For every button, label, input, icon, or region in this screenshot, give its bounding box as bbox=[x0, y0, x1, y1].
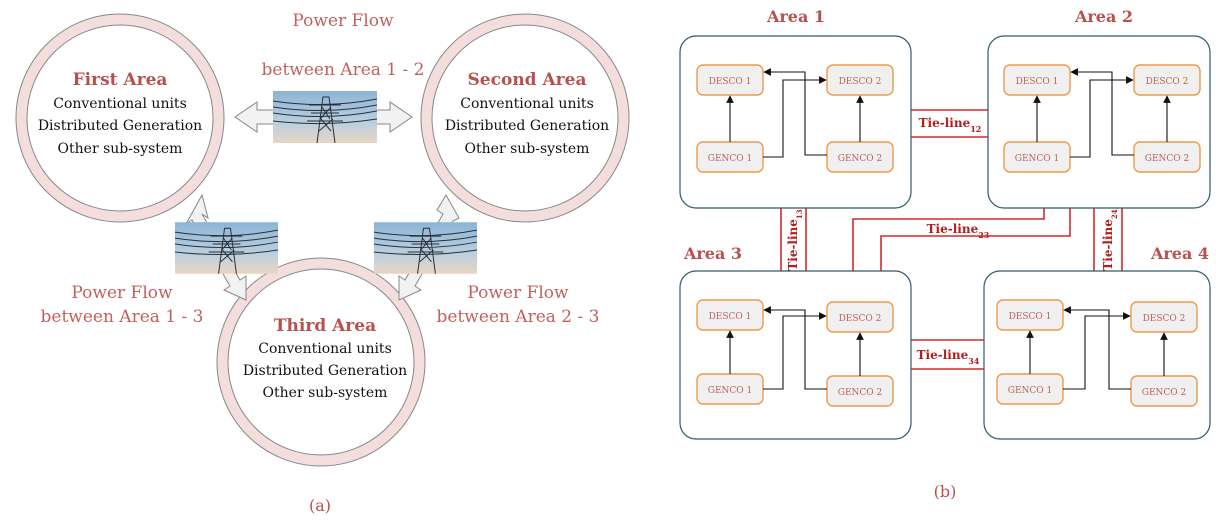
second-area-line-1: Conventional units bbox=[460, 96, 594, 112]
area-4-units: DESCO 1 DESCO 2 GENCO 1 GENCO 2 bbox=[996, 299, 1198, 407]
transmission-tower-image-1-2 bbox=[273, 91, 377, 143]
area-1-desco-2-box bbox=[826, 64, 894, 96]
area-2-genco-1-label: GENCO 1 bbox=[1015, 154, 1060, 164]
area-4-desco-2-label: DESCO 2 bbox=[1143, 314, 1186, 324]
area-4-genco-1-label: GENCO 1 bbox=[1008, 386, 1053, 396]
area-1-desco-1-box bbox=[696, 64, 764, 96]
area-1-box bbox=[679, 35, 912, 209]
tie-line-34 bbox=[911, 339, 984, 370]
area-1-label: Area 1 bbox=[766, 7, 825, 26]
area-3-desco-1-box bbox=[696, 299, 764, 331]
first-area-line-1: Conventional units bbox=[53, 96, 187, 112]
area-4-desco-1-box bbox=[996, 299, 1064, 331]
area-2-desco-2-box bbox=[1133, 64, 1201, 96]
third-area-line-3: Other sub-system bbox=[263, 385, 388, 401]
area-3-arrow-g2-d1 bbox=[763, 306, 827, 390]
area-2-label: Area 2 bbox=[1074, 7, 1133, 26]
third-area-title: Third Area bbox=[274, 316, 376, 336]
area-3-box bbox=[679, 270, 912, 440]
area-2-units: DESCO 1 DESCO 2 GENCO 1 GENCO 2 bbox=[1003, 64, 1201, 173]
flow-1-2-label-line-2: between Area 1 - 2 bbox=[262, 60, 425, 80]
area-4-label: Area 4 bbox=[1150, 244, 1209, 263]
area-3-desco-2-label: DESCO 2 bbox=[839, 314, 882, 324]
tie-line-24 bbox=[1093, 208, 1123, 271]
tie-line-23 bbox=[852, 208, 1071, 271]
tie-line-12-label: Tie-line12 bbox=[919, 116, 982, 134]
third-area-ring: Third Area Conventional units Distribute… bbox=[216, 257, 426, 467]
area-1-desco-2-label: DESCO 2 bbox=[839, 77, 882, 87]
flow-2-3-label-line-2: between Area 2 - 3 bbox=[437, 307, 600, 327]
area-2-box bbox=[987, 35, 1211, 209]
area-2-desco-1-box bbox=[1003, 64, 1071, 96]
transmission-tower-image-1-3 bbox=[175, 222, 278, 274]
third-area-line-2: Distributed Generation bbox=[243, 363, 407, 379]
area-1-genco-1-label: GENCO 1 bbox=[708, 154, 753, 164]
area-4-arrow-g2-d1 bbox=[1063, 306, 1131, 390]
area-4-arrow-g1-d2 bbox=[1063, 312, 1131, 390]
tie-line-12 bbox=[911, 109, 988, 138]
second-area-ring: Second Area Conventional units Distribut… bbox=[420, 13, 630, 223]
area-1-genco-2-label: GENCO 2 bbox=[838, 154, 883, 164]
area-3-genco-1-label: GENCO 1 bbox=[708, 386, 753, 396]
tie-line-13-label: Tie-line13 bbox=[786, 209, 804, 270]
area-2-desco-1-label: DESCO 1 bbox=[1016, 77, 1059, 87]
area-3-units: DESCO 1 DESCO 2 GENCO 1 GENCO 2 bbox=[696, 299, 894, 407]
first-area-line-3: Other sub-system bbox=[58, 141, 183, 157]
tie-line-24-label: Tie-line24 bbox=[1101, 209, 1119, 270]
area-3-label: Area 3 bbox=[683, 244, 742, 263]
flow-2-3-label-line-1: Power Flow bbox=[467, 283, 569, 303]
area-2-desco-2-label: DESCO 2 bbox=[1146, 77, 1189, 87]
area-4-desco-2-box bbox=[1130, 301, 1198, 333]
first-area-line-2: Distributed Generation bbox=[38, 118, 202, 134]
transmission-tower-image-2-3 bbox=[374, 222, 477, 274]
tie-line-34-label: Tie-line34 bbox=[917, 348, 980, 366]
first-area-ring: First Area Conventional units Distribute… bbox=[15, 13, 225, 223]
area-1-units: DESCO 1 DESCO 2 GENCO 1 GENCO 2 bbox=[696, 64, 894, 173]
flow-1-3-label-line-2: between Area 1 - 3 bbox=[41, 307, 204, 327]
area-3-desco-2-box bbox=[826, 301, 894, 333]
tie-line-23-label: Tie-line23 bbox=[927, 222, 990, 240]
flow-1-2-label-line-1: Power Flow bbox=[292, 11, 394, 31]
tie-line-13 bbox=[780, 208, 807, 271]
area-3-genco-2-label: GENCO 2 bbox=[838, 388, 883, 398]
area-2-arrow-g2-d1 bbox=[1070, 68, 1134, 156]
caption-b: (b) bbox=[934, 482, 957, 501]
panel-b: DESCO 1 DESCO 2 GENCO 1 GENCO 2 DESCO 1 … bbox=[679, 7, 1211, 501]
second-area-title: Second Area bbox=[468, 70, 587, 90]
second-area-line-3: Other sub-system bbox=[465, 141, 590, 157]
second-area-line-2: Distributed Generation bbox=[445, 118, 609, 134]
caption-a: (a) bbox=[309, 496, 331, 515]
area-4-genco-2-label: GENCO 2 bbox=[1142, 388, 1187, 398]
third-area-line-1: Conventional units bbox=[258, 341, 392, 357]
area-3-desco-1-label: DESCO 1 bbox=[709, 312, 752, 322]
flow-1-3-label-line-1: Power Flow bbox=[71, 283, 173, 303]
area-1-desco-1-label: DESCO 1 bbox=[709, 77, 752, 87]
area-2-genco-2-label: GENCO 2 bbox=[1145, 154, 1190, 164]
area-4-desco-1-label: DESCO 1 bbox=[1009, 312, 1052, 322]
area-1-arrow-g2-d1 bbox=[763, 68, 827, 156]
area-4-box bbox=[983, 270, 1211, 440]
first-area-title: First Area bbox=[73, 70, 168, 90]
panel-a: First Area Conventional units Distribute… bbox=[15, 11, 630, 515]
